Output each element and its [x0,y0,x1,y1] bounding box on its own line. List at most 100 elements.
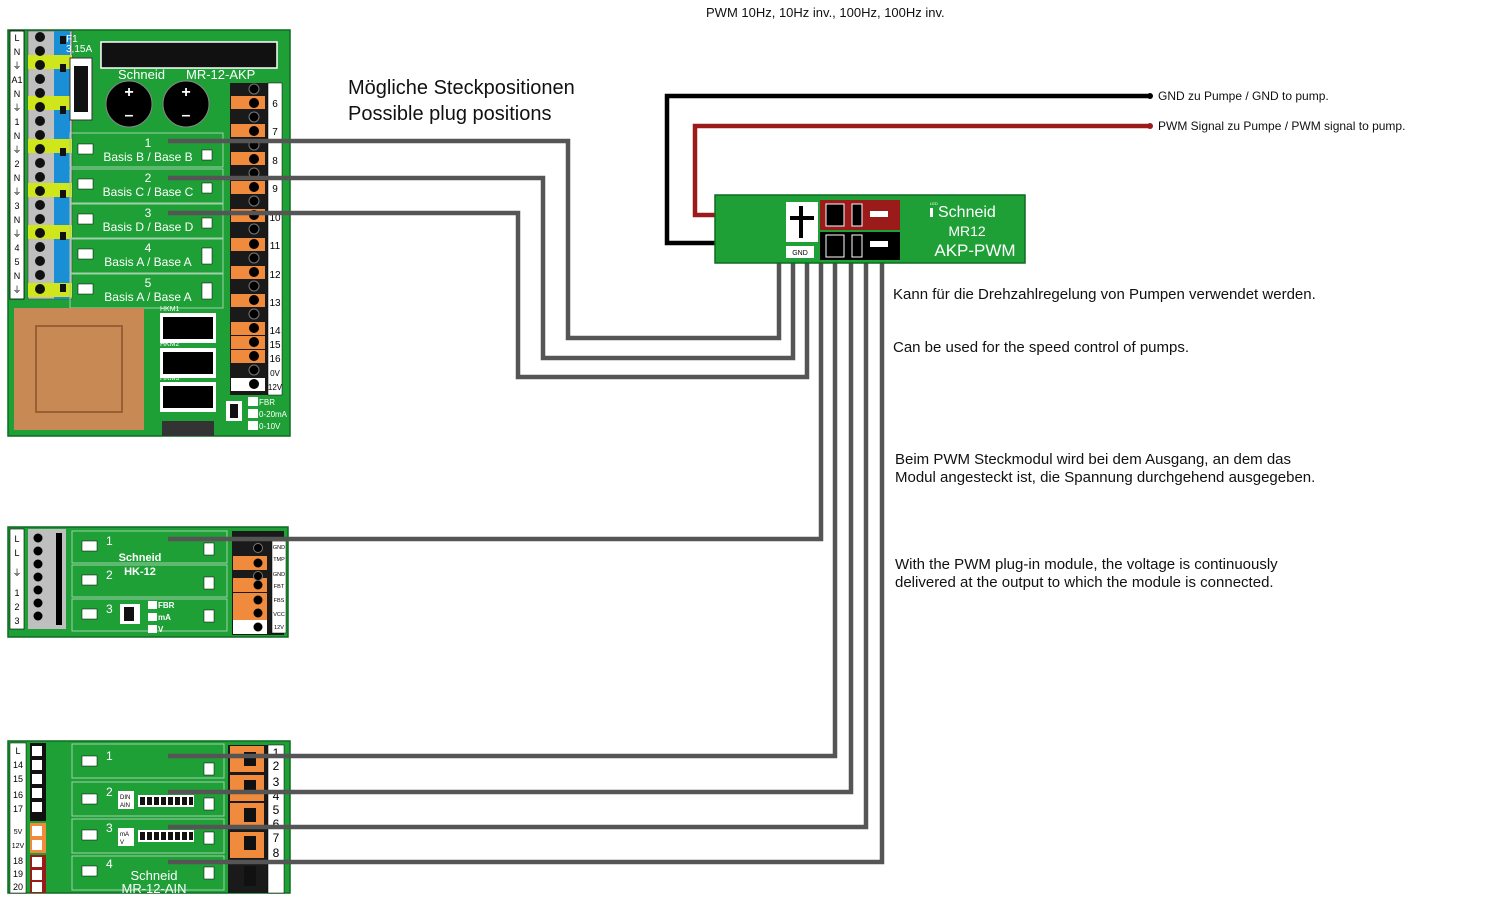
ain-out-1: 1 [273,746,280,760]
module-gnd-label: GND [792,250,808,257]
hk-model: HK-12 [124,566,156,578]
ain-out-3: 3 [273,775,280,789]
akp-term-13: N [14,215,21,225]
signal-wires [168,138,885,865]
hk-out-0: GND [273,545,285,551]
akp-out-16: 16 [269,354,281,365]
ain-term-5: 5V [14,829,23,836]
hk-out-5: VCC [273,612,285,618]
ain-out-4: 4 [273,789,280,803]
hk-switch-v: V [158,625,164,634]
fuse-label: F1 [66,34,78,45]
hk-term-5: 3 [14,616,19,626]
akp-out-11: 11 [270,241,281,252]
ain-term-6: 12V [12,843,25,850]
note-output-de-1: Beim PWM Steckmodul wird bei dem Ausgang… [895,451,1292,468]
akp-slot-4-num: 4 [145,241,152,255]
akp-term-11: ⏚ [12,187,21,197]
akp-slot-2-base: Basis C / Base C [103,185,194,199]
module-model: MR12 [948,223,986,239]
akp-term-0: L [14,33,19,43]
akp-transformer [14,308,144,430]
akp-out-9: 9 [272,184,278,195]
ain-term-9: 20 [13,882,23,892]
ain-out-7: 7 [273,831,280,845]
hk-slot-2: 2 [106,568,113,582]
akp-hkm2: HKM2 [160,341,180,348]
wire-akp-slot1 [168,138,782,341]
akp-term-15: 4 [14,243,19,253]
note-output-en-1: With the PWM plug-in module, the voltage… [895,556,1278,573]
akp-term-18: ⏚ [12,285,21,295]
ain-term-7: 18 [13,856,23,866]
svg-text:+: + [124,84,133,101]
ain-dip-switches: DIN AIN mA V [118,791,194,846]
akp-slot-2-num: 2 [145,171,152,185]
akp-slot-5-num: 5 [145,276,152,290]
wire-hk-slot1 [168,262,824,542]
ain-dip2-ma: mA [120,832,129,838]
hk-term-3: 1 [14,588,19,598]
ain-term-4: 17 [13,804,23,814]
plug-title-de: Mögliche Steckpositionen [348,77,575,99]
ain-dip1-din: DIN [120,795,130,801]
akp-out-0v: 0V [270,369,280,378]
fuse-rating: 3,15A [66,44,92,55]
hk-out-2: GND [273,572,285,578]
board-hk12: L L ⏚ 1 2 3 1 2 3 Schneid HK-12 FBR [7,526,289,638]
akp-capacitors: + – + – [105,80,210,128]
akp-term-2: ⏚ [12,61,21,71]
gnd-wire-label: GND zu Pumpe / GND to pump. [1158,89,1329,103]
akp-switch-ma: 0-20mA [259,410,288,419]
ain-out-5: 5 [273,803,280,817]
hk-switch-fbr: FBR [158,601,175,610]
akp-model: MR-12-AKP [186,67,255,82]
wire-akp-slot3 [168,210,810,380]
akp-out-12v: 12V [268,383,283,392]
ain-brand: Schneid [131,868,178,883]
hk-out-6: 12V [274,625,284,631]
ain-dip1-ain: AIN [120,803,130,809]
note-usage-en: Can be used for the speed control of pum… [893,339,1190,356]
akp-slot-4-base: Basis A / Base A [104,255,191,269]
module-type: AKP-PWM [934,241,1015,260]
wire-ain-slot4 [168,262,885,865]
akp-term-8: ⏚ [12,145,21,155]
akp-term-16: 5 [14,257,19,267]
pwm-wire-label: PWM Signal zu Pumpe / PWM signal to pump… [1158,119,1406,133]
akp-out-6: 6 [272,99,278,110]
akp-out-14: 14 [269,326,281,337]
akp-term-5: ⏚ [12,103,21,113]
akp-switch: FBR 0-20mA 0-10V [226,397,288,431]
hk-out-4: FBS [274,598,285,604]
wire-ain-slot1 [168,262,838,759]
board-mr12-ain: L 14 15 16 17 5V 12V 18 19 20 1 2 3 [7,740,291,896]
svg-text:+: + [181,84,190,101]
ain-term-1: 14 [13,760,23,770]
ain-term-2: 15 [13,774,23,784]
ain-slot-4: 4 [106,857,113,871]
akp-term-7: N [14,131,21,141]
akp-term-9: 2 [14,159,19,169]
akp-slot-5-base: Basis A / Base A [104,290,191,304]
hk-out-1: TMP [273,557,285,563]
ain-out-6: 6 [273,817,280,831]
hk-term-1: L [14,548,19,558]
akp-out-15: 15 [269,340,281,351]
akp-term-17: N [14,271,21,281]
akp-switch-v: 0-10V [259,422,281,431]
board-mr12-akp: L N ⏚ A1 N ⏚ 1 N ⏚ 2 N ⏚ 3 N ⏚ 4 5 N ⏚ [7,29,291,437]
hk-term-2: ⏚ [12,568,21,578]
ain-model: MR-12-AIN [121,881,186,896]
akp-hkm: HKM1 HKM2 HKM3 [160,306,216,436]
akp-term-14: ⏚ [12,229,21,239]
akp-term-3: A1 [11,75,22,85]
hk-term-0: L [14,534,19,544]
akp-hkm3: HKM3 [160,375,180,382]
hk-slot-3: 3 [106,602,113,616]
akp-out-10: 10 [269,213,281,224]
akp-slot-3-num: 3 [145,206,152,220]
akp-left-terminals: L N ⏚ A1 N ⏚ 1 N ⏚ 2 N ⏚ 3 N ⏚ 4 5 N ⏚ [9,30,73,300]
ain-term-8: 19 [13,869,23,879]
